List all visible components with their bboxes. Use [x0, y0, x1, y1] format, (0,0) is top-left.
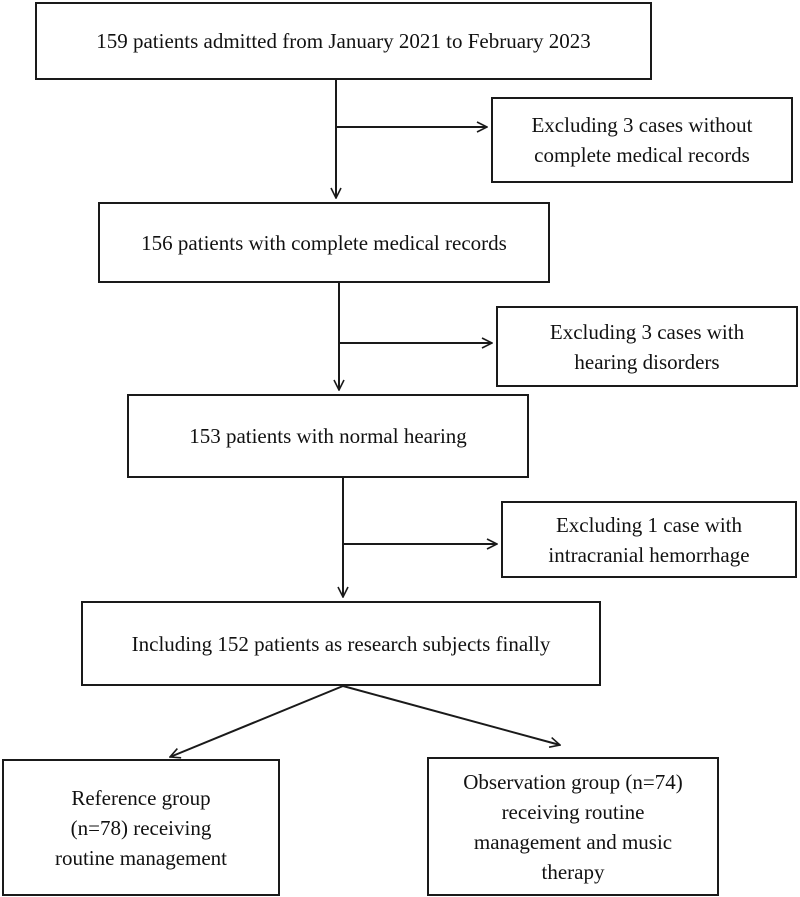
- step-included: Including 152 patients as research subje…: [81, 601, 601, 686]
- step-normal-hearing-label: 153 patients with normal hearing: [189, 424, 467, 448]
- group-observation-line-4: therapy: [541, 859, 605, 884]
- arrow-to-observation-group: [342, 685, 560, 745]
- exclusion-hemorrhage-line-2: intracranial hemorrhage: [548, 542, 750, 567]
- exclusion-incomplete-records-line-2: complete medical records: [534, 143, 750, 167]
- exclusion-hemorrhage: Excluding 1 case with intracranial hemor…: [501, 501, 797, 578]
- group-observation-line-3: management and music: [473, 829, 673, 854]
- step-normal-hearing: 153 patients with normal hearing: [127, 394, 529, 478]
- exclusion-hemorrhage-line-1: Excluding 1 case with: [555, 512, 743, 537]
- step-complete-records: 156 patients with complete medical recor…: [98, 202, 550, 283]
- step-complete-records-label: 156 patients with complete medical recor…: [141, 230, 507, 255]
- exclusion-hearing-disorders-line-1: Excluding 3 cases with: [549, 319, 745, 344]
- group-observation-line-1: Observation group (n=74): [463, 769, 683, 794]
- exclusion-hearing-disorders: Excluding 3 cases with hearing disorders: [496, 306, 798, 387]
- group-observation: Observation group (n=74) receiving routi…: [427, 757, 719, 896]
- group-reference-line-3: routine management: [54, 845, 228, 870]
- step-included-label: Including 152 patients as research subje…: [131, 631, 551, 656]
- exclusion-incomplete-records-line-1: Excluding 3 cases without: [531, 113, 753, 137]
- step-admitted-label: 159 patients admitted from January 2021 …: [96, 29, 591, 53]
- group-observation-line-2: receiving routine: [501, 799, 645, 824]
- step-admitted: 159 patients admitted from January 2021 …: [35, 2, 652, 80]
- exclusion-incomplete-records: Excluding 3 cases without complete medic…: [491, 97, 793, 183]
- group-reference: Reference group (n=78) receiving routine…: [2, 759, 280, 896]
- group-reference-line-1: Reference group: [71, 785, 211, 810]
- exclusion-hearing-disorders-line-2: hearing disorders: [574, 349, 720, 374]
- group-reference-line-2: (n=78) receiving: [70, 815, 212, 840]
- arrow-to-reference-group: [170, 685, 344, 757]
